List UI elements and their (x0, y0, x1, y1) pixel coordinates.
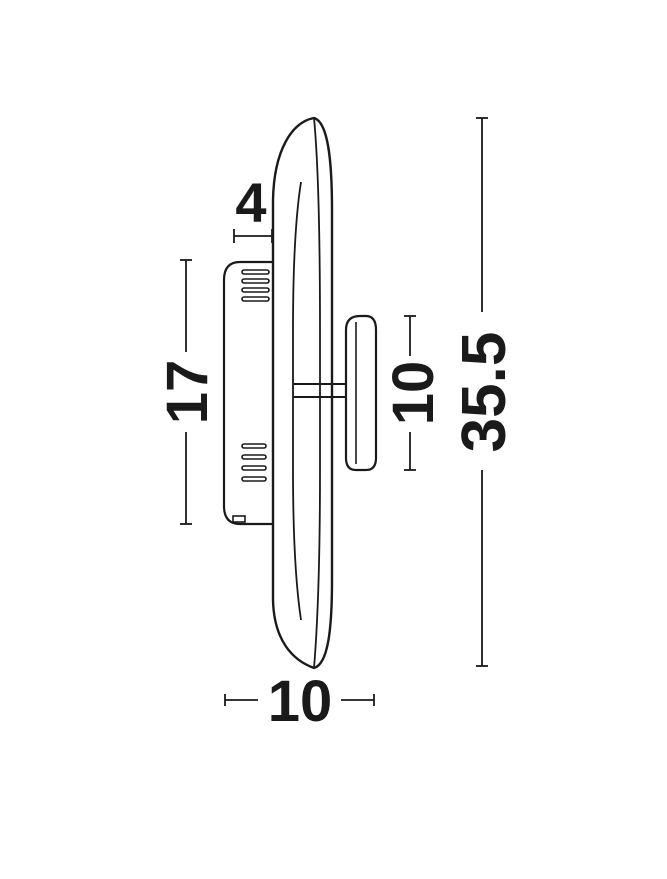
wall-canopy (222, 260, 272, 526)
overall-height-label: 35.5 (450, 332, 519, 453)
canopy-screw (232, 515, 246, 523)
overall-depth-label: 10 (381, 361, 446, 426)
canopy-height-label: 17 (155, 360, 220, 425)
base-diameter-label: 10 (268, 669, 333, 734)
upper-vent-slots (241, 269, 270, 302)
lower-vent-slots (241, 443, 267, 482)
dimension-head-height: 10 (381, 315, 446, 471)
mount-depth-label: 4 (235, 171, 266, 234)
dimension-overall-height: 35.5 (450, 117, 519, 667)
dimension-base-diameter: 10 (224, 669, 375, 734)
dimension-canopy-height: 17 (155, 259, 220, 525)
dimension-mount-depth: 4 (233, 171, 273, 243)
light-head (344, 314, 378, 472)
light-ring (271, 116, 334, 670)
connecting-arm (293, 383, 346, 398)
